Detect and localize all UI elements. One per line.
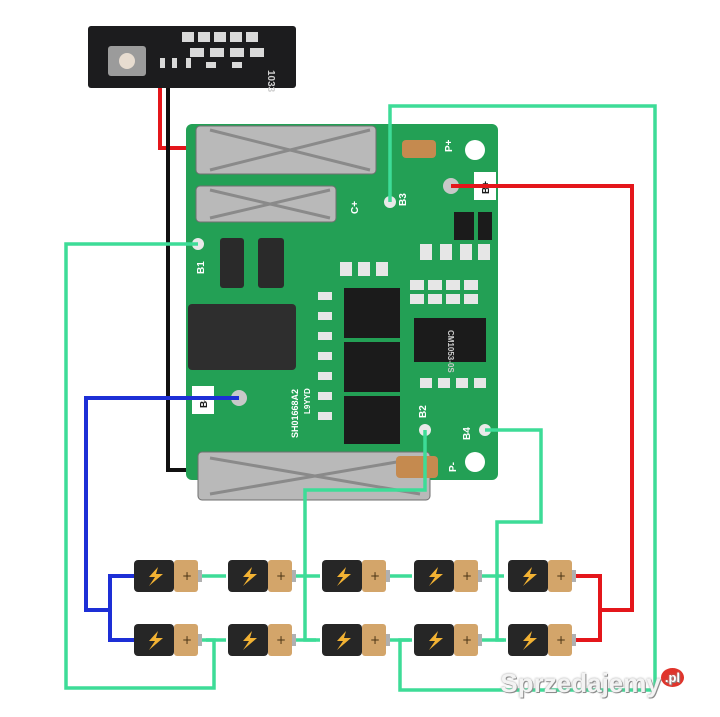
svg-text:+: + — [462, 569, 472, 583]
svg-text:+: + — [182, 569, 192, 583]
led-indicator-board: 1033 — [88, 26, 296, 93]
main-wires — [84, 184, 634, 642]
bms-pcb: CM1053-0S P+ C+ B3 B1 — [186, 124, 498, 501]
label-c-plus: C+ — [350, 201, 361, 214]
watermark-suffix: .pl — [660, 668, 684, 688]
balance-wires — [64, 104, 657, 692]
watermark-text: Sprzedajemy — [500, 668, 661, 698]
watermark: Sprzedajemy.pl — [500, 668, 684, 699]
indicator-code: 1033 — [265, 70, 276, 93]
svg-text:+: + — [462, 633, 472, 647]
battery-cell: + — [322, 624, 390, 656]
board-sub: L9YYD — [303, 388, 312, 414]
battery-cell: + — [322, 560, 390, 592]
board-id: SH01668A2 — [290, 389, 300, 438]
svg-text:+: + — [276, 569, 286, 583]
battery-cell: + — [508, 624, 576, 656]
battery-cell: + — [134, 560, 202, 592]
battery-cell: + — [508, 560, 576, 592]
battery-cell: + — [134, 624, 202, 656]
battery-cell: + — [414, 560, 482, 592]
label-b1: B1 — [196, 261, 207, 274]
label-b-minus: B- — [199, 397, 210, 408]
label-b4: B4 — [462, 427, 473, 440]
battery-pack: + + + + + + + + + + — [134, 560, 576, 656]
battery-cell: + — [228, 560, 296, 592]
label-p-plus: P+ — [444, 139, 455, 152]
battery-cell: + — [414, 624, 482, 656]
label-b2: B2 — [418, 405, 429, 418]
battery-cell: + — [228, 624, 296, 656]
svg-text:+: + — [182, 633, 192, 647]
svg-text:+: + — [370, 569, 380, 583]
svg-text:+: + — [370, 633, 380, 647]
svg-text:+: + — [556, 569, 566, 583]
label-p-minus: P- — [448, 462, 459, 472]
svg-text:+: + — [556, 633, 566, 647]
svg-text:+: + — [276, 633, 286, 647]
label-b3: B3 — [398, 193, 409, 206]
ic-label: CM1053-0S — [446, 330, 455, 373]
